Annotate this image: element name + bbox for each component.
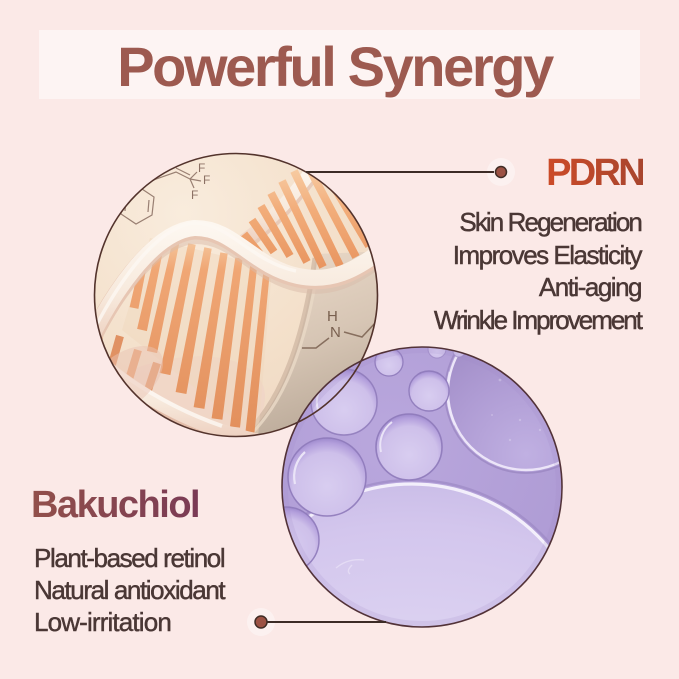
- svg-text:F: F: [203, 173, 210, 187]
- svg-text:H: H: [327, 308, 338, 325]
- svg-text:F: F: [198, 161, 205, 175]
- svg-text:N: N: [330, 324, 341, 341]
- svg-text:F: F: [191, 188, 198, 202]
